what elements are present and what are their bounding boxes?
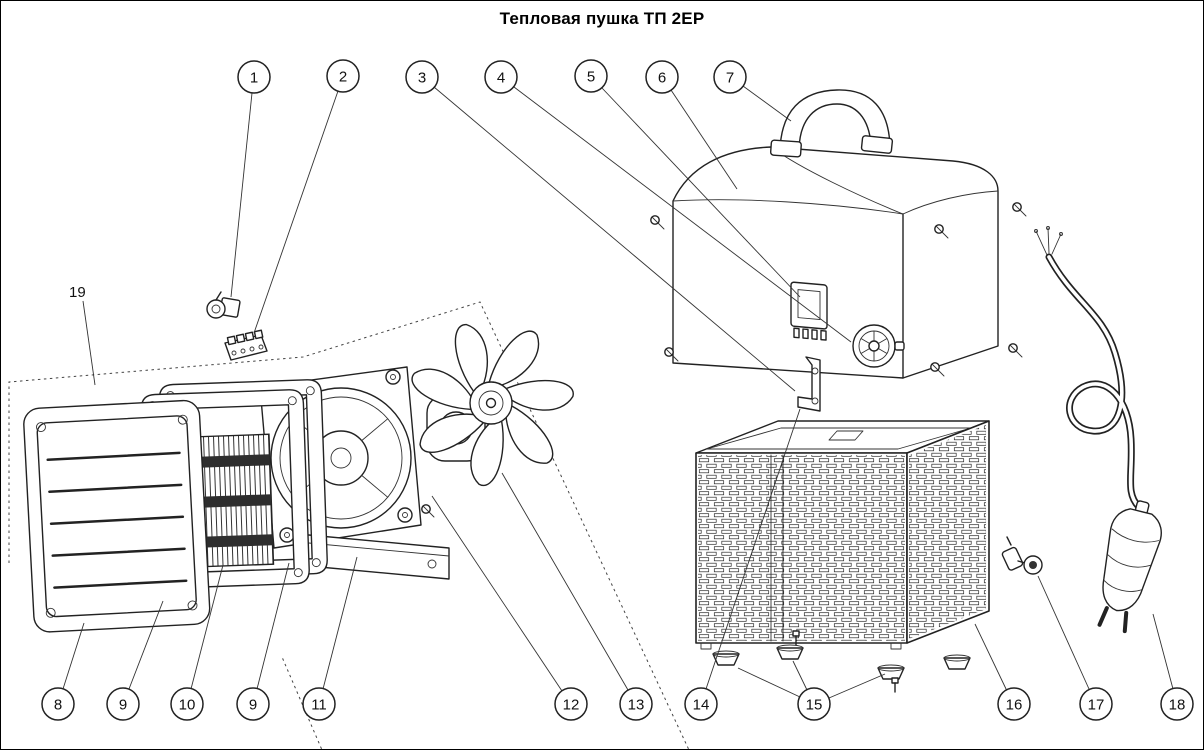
mesh-box [695, 420, 990, 650]
heating-element [181, 433, 275, 568]
callout-14: 14 [684, 687, 718, 721]
callout-17: 17 [1079, 687, 1113, 721]
power-cord [1034, 226, 1143, 511]
leader-line [974, 623, 1008, 692]
svg-text:1: 1 [250, 70, 258, 87]
leader-line [431, 495, 563, 692]
housing-cover [672, 146, 999, 379]
rubber-foot [943, 654, 971, 670]
terminal-block [224, 329, 268, 361]
svg-text:15: 15 [806, 697, 823, 714]
leader-line [1037, 575, 1090, 690]
screw-icon [934, 224, 949, 239]
svg-text:14: 14 [693, 697, 710, 714]
leader-line [230, 92, 253, 298]
front-grille [23, 399, 211, 633]
leader-line [601, 87, 801, 298]
screw-icon [664, 347, 679, 362]
svg-text:6: 6 [658, 70, 666, 87]
callout-6: 6 [645, 60, 679, 94]
callout-11: 11 [302, 687, 336, 721]
leader-line [670, 89, 738, 190]
leader-line [828, 673, 886, 699]
thermostat [1001, 536, 1043, 575]
rubber-foot [776, 644, 804, 660]
callout-16: 16 [997, 687, 1031, 721]
callout-1: 1 [237, 60, 271, 94]
callout-8: 8 [41, 687, 75, 721]
leader-line [128, 600, 164, 690]
svg-text:13: 13 [628, 697, 645, 714]
leader-line [737, 667, 801, 698]
svg-text:17: 17 [1088, 697, 1105, 714]
leader-line [501, 472, 629, 691]
svg-text:2: 2 [339, 69, 347, 86]
svg-text:3: 3 [418, 70, 426, 87]
svg-text:10: 10 [179, 697, 196, 714]
leader-line [705, 408, 801, 690]
callout-12: 12 [554, 687, 588, 721]
callout-13: 13 [619, 687, 653, 721]
cover-screws [650, 202, 1027, 377]
svg-text:18: 18 [1169, 697, 1186, 714]
leader-line [792, 660, 808, 691]
screw-icon [1012, 202, 1027, 217]
foot-screw [792, 630, 800, 646]
leader-line [742, 85, 792, 122]
leader-line [62, 622, 85, 690]
callout-9: 9 [236, 687, 270, 721]
svg-text:9: 9 [119, 697, 127, 714]
svg-text:16: 16 [1006, 697, 1023, 714]
leader-line [82, 300, 96, 386]
screw-icon [1008, 343, 1023, 358]
label-19: 19 [69, 284, 86, 301]
cord-wheel [852, 324, 905, 368]
rubber-feet [712, 630, 971, 693]
callout-5: 5 [574, 59, 608, 93]
leader-line [256, 562, 290, 690]
svg-text:4: 4 [497, 70, 505, 87]
callout-10: 10 [170, 687, 204, 721]
power-plug [1097, 500, 1162, 634]
svg-text:12: 12 [563, 697, 580, 714]
callout-15: 15 [797, 687, 831, 721]
diagram-title: Тепловая пушка ТП 2ЕР [499, 9, 705, 28]
svg-text:5: 5 [587, 69, 595, 86]
callout-4: 4 [484, 60, 518, 94]
screw-icon [930, 362, 945, 377]
callout-18: 18 [1160, 687, 1194, 721]
callout-9: 9 [106, 687, 140, 721]
leader-line [433, 86, 796, 392]
leader-line [190, 564, 224, 690]
svg-text:8: 8 [54, 697, 62, 714]
leader-line [322, 556, 358, 690]
leader-line [1152, 613, 1174, 690]
callout-2: 2 [326, 59, 360, 93]
rubber-foot [712, 650, 740, 666]
screw-icon [650, 215, 665, 230]
fan-impeller [411, 323, 574, 487]
bracket-screw [421, 504, 435, 518]
callout-3: 3 [405, 60, 439, 94]
leader-line [253, 90, 339, 334]
svg-text:11: 11 [311, 697, 327, 714]
mount-bracket [797, 356, 821, 412]
foot-screw [891, 677, 899, 693]
leader-line [513, 86, 852, 343]
svg-text:7: 7 [726, 70, 734, 87]
callout-7: 7 [713, 60, 747, 94]
carrying-handle [769, 89, 894, 158]
svg-text:9: 9 [249, 697, 257, 714]
toggle-switch [206, 291, 241, 319]
group-19-outline [8, 301, 690, 749]
